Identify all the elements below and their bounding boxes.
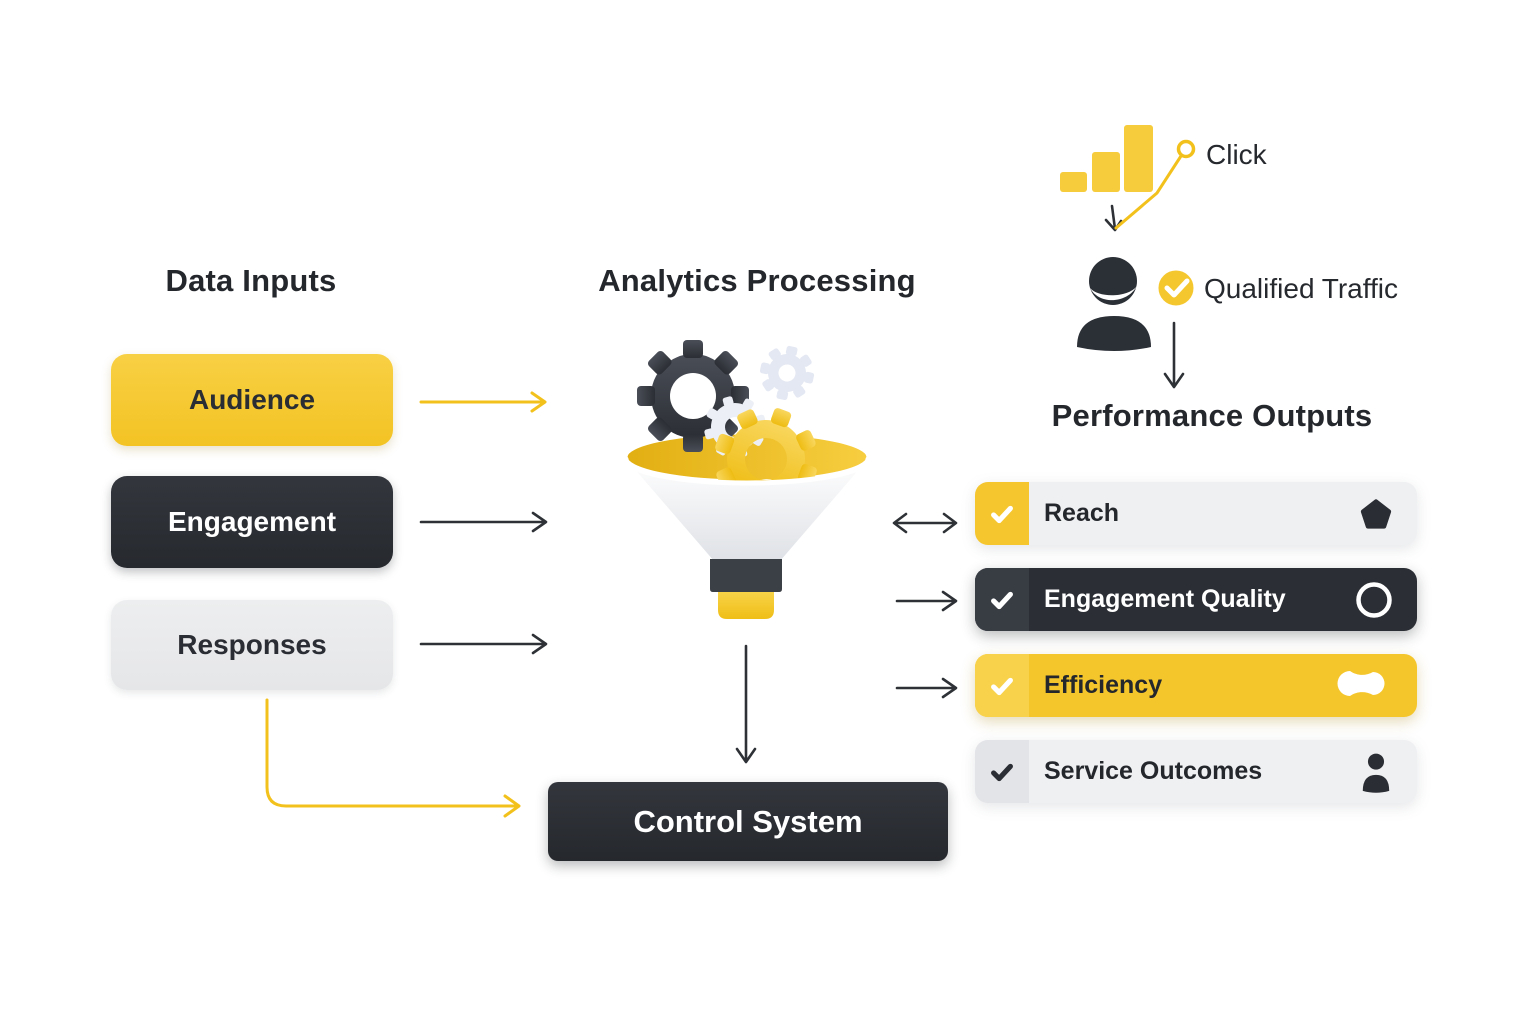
- checkbox-checked-icon: [975, 568, 1029, 631]
- section-title-analytics-processing: Analytics Processing: [598, 263, 916, 298]
- control-system-label: Control System: [633, 803, 863, 839]
- checkbox-checked-icon: [975, 482, 1029, 545]
- section-title-data-inputs: Data Inputs: [165, 263, 337, 298]
- output-row-service-outcomes: Service Outcomes: [975, 740, 1417, 803]
- output-row-label: Service Outcomes: [1044, 757, 1263, 785]
- arrow-qualified-to-outputs: [1163, 321, 1185, 389]
- output-row-reach: Reach: [975, 482, 1417, 545]
- input-node-label: Engagement: [167, 506, 337, 537]
- arrow-funnel-to-control: [735, 644, 757, 764]
- output-row-label: Engagement Quality: [1044, 585, 1286, 613]
- section-title-performance-outputs: Performance Outputs: [1051, 398, 1373, 433]
- arrow-funnel-to-efficiency: [895, 677, 958, 699]
- click-label: Click: [1206, 139, 1267, 170]
- output-row-label: Reach: [1044, 499, 1120, 527]
- input-node-label: Audience: [188, 384, 316, 415]
- pentagon-icon: [1359, 497, 1393, 531]
- bar-chart-icon: [1060, 125, 1153, 192]
- click-pointer-icon: [1104, 139, 1196, 232]
- output-row-label: Efficiency: [1044, 671, 1163, 699]
- arrow-responses-to-control: [265, 698, 521, 818]
- input-node-label: Responses: [177, 629, 327, 660]
- qualified-traffic-label: Qualified Traffic: [1204, 273, 1399, 304]
- circle-outline-icon: [1355, 581, 1393, 619]
- gear-light-icon: [759, 345, 815, 401]
- gear-yellow-icon: [714, 408, 818, 511]
- funnel-icon: [623, 340, 871, 619]
- arrow-engagement-to-funnel: [419, 511, 548, 533]
- arrow-funnel-reach-double: [892, 512, 958, 534]
- output-row-efficiency: Efficiency: [975, 654, 1417, 717]
- input-node-engagement: Engagement: [111, 476, 393, 568]
- user-icon: [1359, 751, 1393, 793]
- input-node-audience: Audience: [111, 354, 393, 446]
- arrow-audience-to-funnel: [419, 391, 547, 413]
- input-node-responses: Responses: [111, 600, 393, 690]
- output-row-engagement-quality: Engagement Quality: [975, 568, 1417, 631]
- check-badge-icon: [1155, 267, 1197, 309]
- user-icon: [1077, 257, 1151, 351]
- bone-icon: [1337, 667, 1393, 705]
- checkbox-checked-icon: [975, 740, 1029, 803]
- arrow-funnel-to-engagement-quality: [895, 590, 958, 612]
- control-system-node: Control System: [548, 782, 948, 861]
- checkbox-checked-icon: [975, 654, 1029, 717]
- arrow-responses-to-funnel: [419, 633, 548, 655]
